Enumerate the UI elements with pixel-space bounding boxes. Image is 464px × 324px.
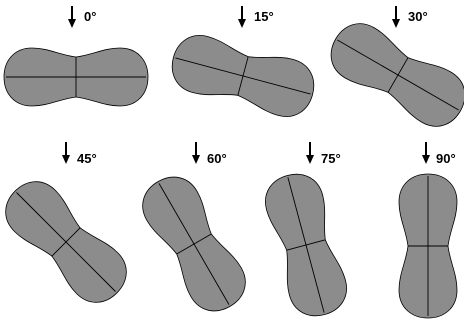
panel-0: 0° — [4, 6, 148, 106]
peanut-shape — [166, 29, 320, 122]
down-arrow-icon — [68, 6, 76, 28]
peanut-shape — [133, 167, 255, 321]
peanut-outline — [321, 14, 464, 136]
angle-label: 45° — [77, 151, 97, 166]
panel-90: 90° — [399, 142, 457, 318]
down-arrow-icon — [192, 142, 200, 164]
peanut-shape — [0, 171, 137, 314]
panel-30: 30° — [321, 6, 464, 136]
angle-label: 90° — [436, 151, 456, 166]
peanut-shape — [399, 174, 457, 318]
down-arrow-icon — [62, 142, 70, 164]
panel-60: 60° — [133, 142, 255, 321]
panel-75: 75° — [259, 142, 352, 322]
angle-label: 75° — [321, 151, 341, 166]
down-arrow-icon — [392, 6, 400, 28]
peanut-shape — [259, 168, 352, 322]
panel-15: 15° — [166, 6, 320, 123]
down-arrow-icon — [238, 6, 246, 28]
angle-label: 15° — [254, 9, 274, 24]
down-arrow-icon — [422, 142, 430, 164]
peanut-outline — [0, 171, 137, 314]
peanut-shape — [4, 48, 148, 106]
angle-label: 30° — [408, 9, 428, 24]
angle-label: 0° — [84, 9, 96, 24]
down-arrow-icon — [306, 142, 314, 164]
angle-label: 60° — [207, 151, 227, 166]
panel-45: 45° — [0, 142, 137, 313]
peanut-shape — [321, 14, 464, 136]
